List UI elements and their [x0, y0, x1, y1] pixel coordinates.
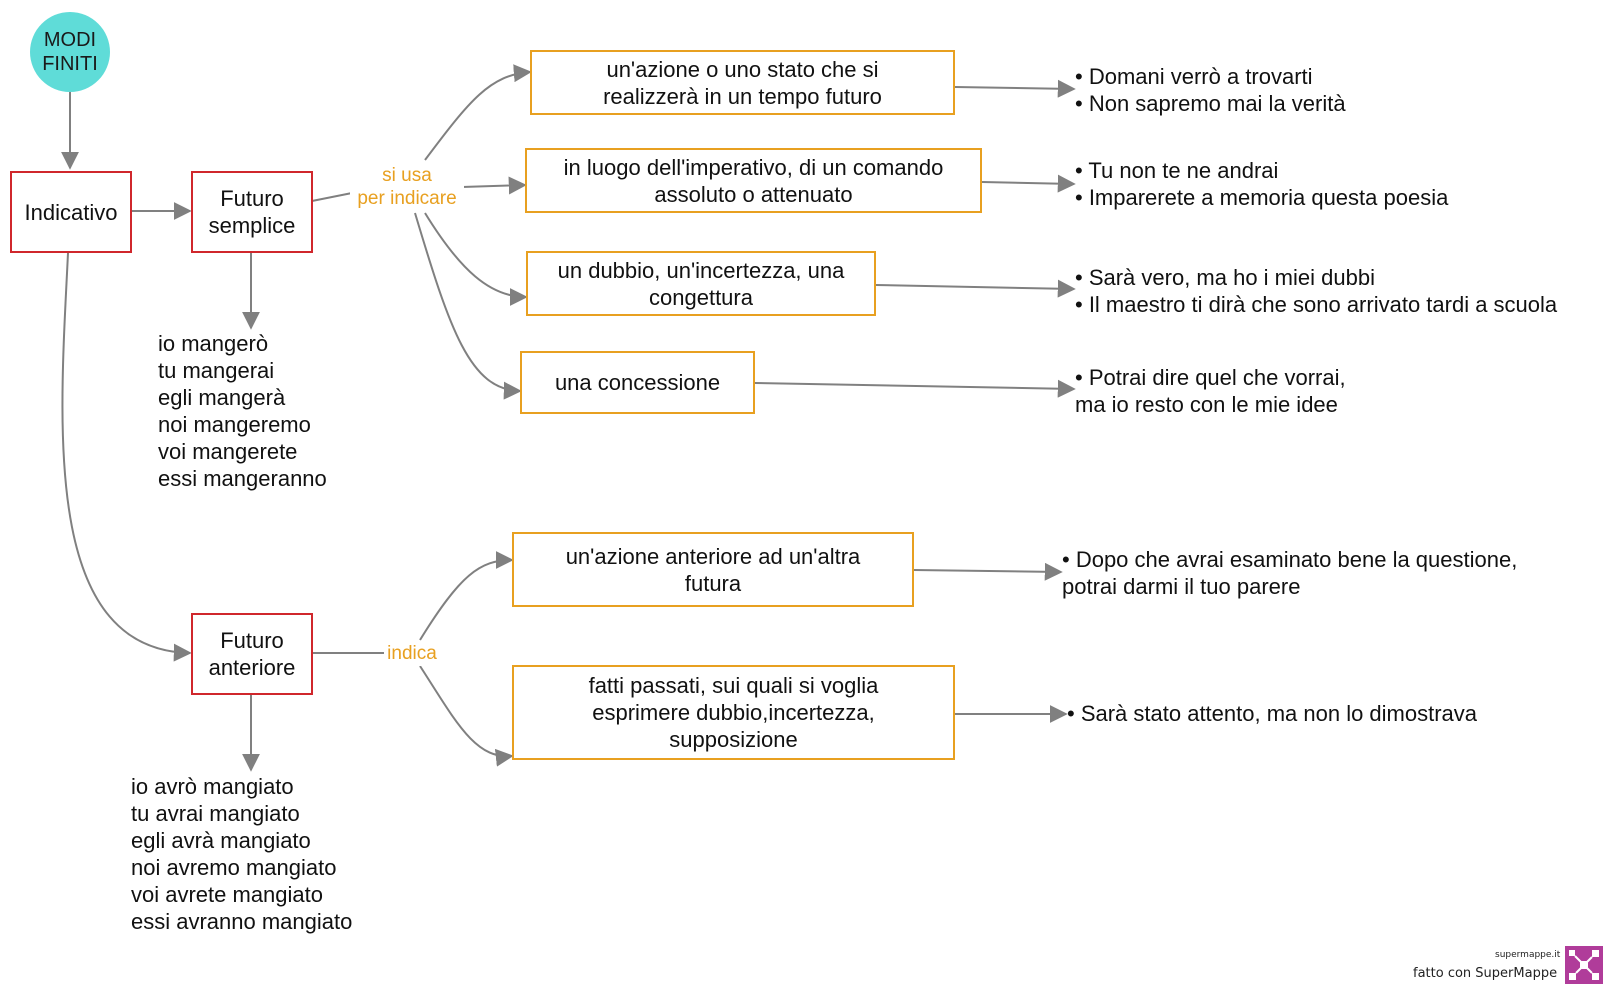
use-node-concessione[interactable]: una concessione: [520, 351, 755, 414]
supermappe-site-text: supermappe.it: [1495, 950, 1561, 960]
modi-finiti-node[interactable]: MODI FINITI: [30, 12, 110, 92]
use-node-fatti-passati[interactable]: fatti passati, sui quali si voglia espri…: [512, 665, 955, 760]
edge-indica-use2: [419, 665, 514, 767]
edge-use4-ex: [754, 379, 1076, 398]
si-usa-per-indicare-label: si usa per indicare: [350, 164, 464, 212]
edge-indicativo-anteriore: [61, 252, 192, 662]
example-fatti-passati: • Sarà stato attento, ma non lo dimostra…: [1067, 701, 1478, 726]
edge-ant-use1-ex: [913, 562, 1063, 581]
futuro-semplice-conjugation: io mangerò tu mangerai egli mangerà noi …: [158, 331, 327, 491]
example-concessione: • Potrai dire quel che vorrai, ma io res…: [1075, 365, 1346, 417]
edge-use3-ex: [875, 279, 1076, 298]
edge-indica-use1: [419, 551, 514, 641]
futuro-semplice-node[interactable]: Futuro semplice: [191, 171, 313, 253]
supermappe-credit-text: fatto con SuperMappe: [1413, 966, 1558, 981]
edge-siusa-use3: [424, 212, 528, 306]
indica-label: indica: [384, 642, 440, 666]
example-imperativo: • Tu non te ne andrai • Imparerete a mem…: [1075, 158, 1449, 210]
supermappe-logo-icon: [1565, 946, 1603, 984]
edge-siusa-use4: [414, 212, 522, 400]
edge-use1-ex: [954, 79, 1076, 98]
use-node-imperativo[interactable]: in luogo dell'imperativo, di un comando …: [525, 148, 982, 213]
edge-siusa-use2: [461, 176, 527, 195]
use-node-futuro-tempo[interactable]: un'azione o uno stato che si realizzerà …: [530, 50, 955, 115]
example-dubbio: • Sarà vero, ma ho i miei dubbi • Il mae…: [1075, 265, 1558, 317]
indicativo-node[interactable]: Indicativo: [10, 171, 132, 253]
edge-siusa-use1: [424, 64, 532, 161]
edge-semplice-siusa: [311, 192, 353, 202]
example-anteriore-futura: • Dopo che avrai esaminato bene la quest…: [1062, 547, 1518, 599]
example-futuro-tempo: • Domani verrò a trovarti • Non sapremo …: [1075, 64, 1346, 116]
edge-use2-ex: [981, 174, 1076, 193]
use-node-dubbio[interactable]: un dubbio, un'incertezza, una congettura: [526, 251, 876, 316]
use-node-anteriore-futura[interactable]: un'azione anteriore ad un'altra futura: [512, 532, 914, 607]
futuro-anteriore-conjugation: io avrò mangiato tu avrai mangiato egli …: [131, 774, 353, 934]
futuro-anteriore-node[interactable]: Futuro anteriore: [191, 613, 313, 695]
